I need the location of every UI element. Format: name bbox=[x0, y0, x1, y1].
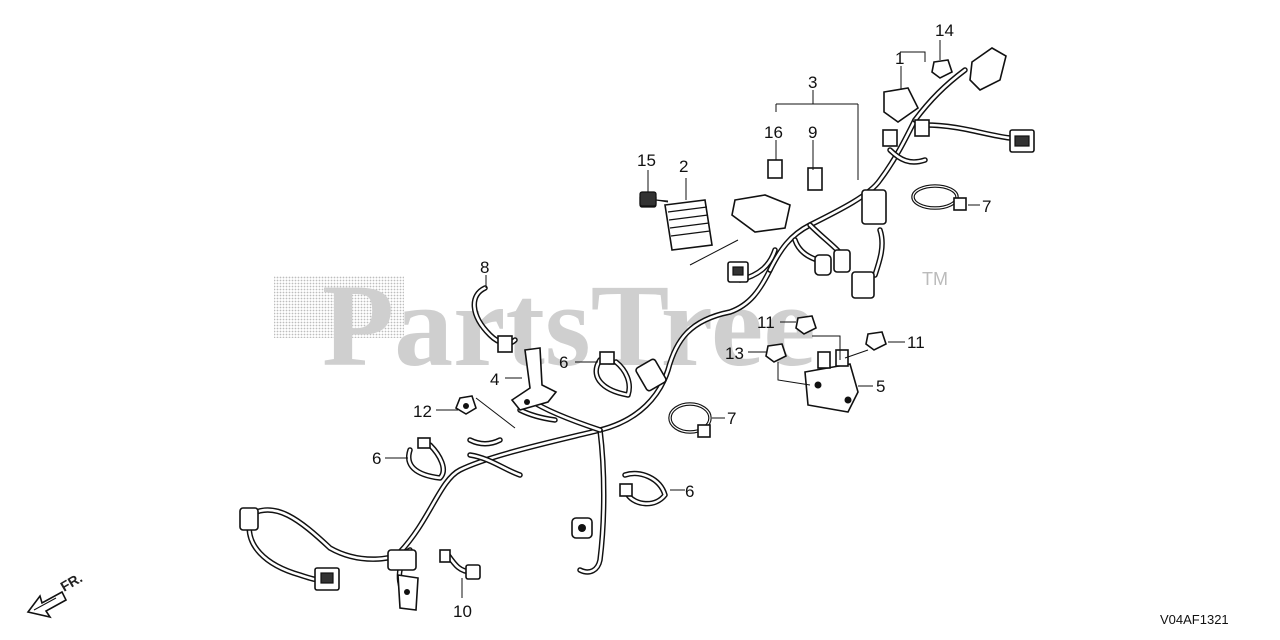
bolt-15 bbox=[639, 191, 669, 207]
connector-upper bbox=[814, 189, 887, 299]
wire-clamp-6b bbox=[593, 351, 632, 398]
band-clamp-8 bbox=[471, 285, 518, 353]
callout-7-lower: 7 bbox=[727, 409, 736, 428]
callout-6-upper: 6 bbox=[559, 353, 568, 372]
callout-9: 9 bbox=[808, 123, 817, 142]
harness-junction bbox=[571, 358, 667, 539]
callout-7-upper: 7 bbox=[982, 197, 991, 216]
callout-11-left: 11 bbox=[757, 313, 775, 332]
callout-10: 10 bbox=[453, 602, 472, 621]
ground-terminal-10 bbox=[439, 549, 481, 580]
band-clamp-7b bbox=[668, 402, 712, 438]
front-direction-indicator: FR. bbox=[26, 569, 86, 619]
callout-6-left: 6 bbox=[372, 449, 381, 468]
callout-5: 5 bbox=[876, 377, 885, 396]
starter-solenoid-5 bbox=[804, 349, 859, 413]
callout-4: 4 bbox=[490, 370, 499, 389]
watermark-trademark: TM bbox=[922, 269, 948, 289]
callouts: 1 2 3 4 5 6 6 6 7 7 8 9 10 11 11 12 13 1… bbox=[372, 21, 991, 621]
callout-6-lower: 6 bbox=[685, 482, 694, 501]
connector-left-end bbox=[239, 507, 419, 611]
nut-12 bbox=[455, 395, 477, 415]
front-arrow-icon bbox=[26, 590, 68, 619]
coupler-top-right bbox=[969, 47, 1035, 153]
callout-11-right: 11 bbox=[907, 333, 925, 352]
callout-8: 8 bbox=[480, 258, 489, 277]
callout-16: 16 bbox=[764, 123, 783, 142]
wire-clamp-6c bbox=[619, 470, 668, 507]
callout-13: 13 bbox=[725, 344, 744, 363]
band-clamp-7a bbox=[911, 184, 967, 211]
callout-12: 12 bbox=[413, 402, 432, 421]
fuse-holder bbox=[731, 159, 823, 233]
connector-1 bbox=[882, 87, 930, 147]
bracket-4 bbox=[510, 347, 558, 411]
callout-1: 1 bbox=[895, 49, 904, 68]
leader-lines bbox=[385, 40, 980, 598]
diagram-code: V04AF1321 bbox=[1160, 612, 1229, 627]
callout-14: 14 bbox=[935, 21, 954, 40]
callout-2: 2 bbox=[679, 157, 688, 176]
nuts-11-13 bbox=[765, 315, 887, 363]
bolt-14 bbox=[931, 59, 953, 79]
wire-clamp-6a bbox=[406, 437, 446, 481]
callout-15: 15 bbox=[637, 151, 656, 170]
callout-3: 3 bbox=[808, 73, 817, 92]
front-label: FR. bbox=[58, 569, 86, 594]
regulator-connector bbox=[727, 261, 749, 283]
